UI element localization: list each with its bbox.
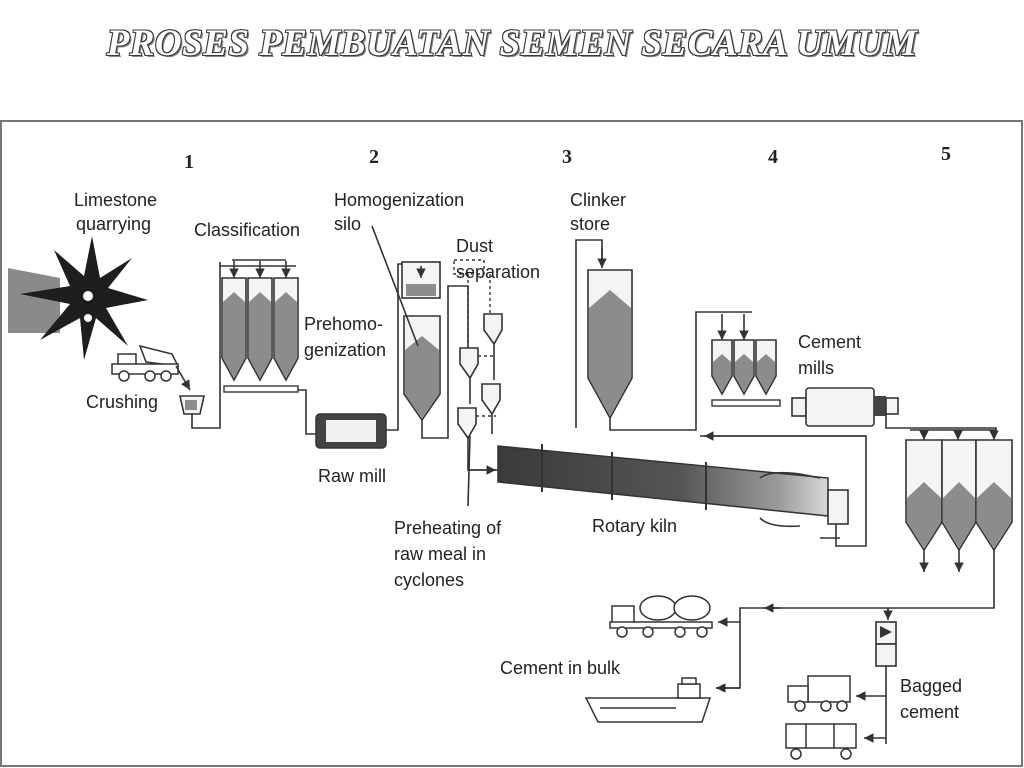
label-dust-2: separation xyxy=(456,262,540,282)
rotary-kiln xyxy=(497,444,849,528)
label-limestone-1: Limestone xyxy=(74,190,157,210)
label-clinker-2: store xyxy=(570,214,610,234)
cement-mill xyxy=(791,387,899,427)
label-homogenization-1: Homogenization xyxy=(334,190,464,210)
label-crushing: Crushing xyxy=(86,392,158,412)
step-number-4: 4 xyxy=(768,146,778,168)
label-preheating-1: Preheating of xyxy=(394,518,502,538)
cement-process-diagram: 1 2 3 4 5 xyxy=(0,120,1023,767)
rail-wagon-icon xyxy=(785,723,857,760)
clinker-store xyxy=(575,239,633,428)
label-homogenization-2: silo xyxy=(334,214,361,234)
classification-silos xyxy=(219,259,299,393)
label-raw-mill: Raw mill xyxy=(318,466,386,486)
label-cement-bulk: Cement in bulk xyxy=(500,658,621,678)
delivery-truck-icon xyxy=(787,675,851,712)
label-bagged-1: Bagged xyxy=(900,676,962,696)
bagging-unit xyxy=(875,621,897,667)
cement-silos xyxy=(905,429,1013,552)
label-clinker-1: Clinker xyxy=(570,190,626,210)
ship-icon xyxy=(584,677,712,723)
label-limestone-2: quarrying xyxy=(76,214,151,234)
quarry-explosion-icon xyxy=(20,236,148,360)
label-cement-mills-2: mills xyxy=(798,358,834,378)
homogenization-silo xyxy=(401,261,441,422)
label-rotary-kiln: Rotary kiln xyxy=(592,516,677,536)
step-number-2: 2 xyxy=(369,146,379,168)
label-bagged-2: cement xyxy=(900,702,959,722)
quarry-rock-face xyxy=(8,268,60,333)
step-number-3: 3 xyxy=(562,146,572,168)
cement-mill-hoppers xyxy=(711,314,781,407)
slide-title: PROSES PEMBUATAN SEMEN SECARA UMUM xyxy=(106,23,918,64)
tanker-truck-icon xyxy=(609,595,713,638)
label-dust-1: Dust xyxy=(456,236,493,256)
label-prehomo-1: Prehomo- xyxy=(304,314,383,334)
preheater-cyclones xyxy=(453,259,503,471)
label-preheating-2: raw meal in xyxy=(394,544,486,564)
raw-mill-unit xyxy=(315,413,387,449)
label-preheating-3: cyclones xyxy=(394,570,464,590)
label-cement-mills-1: Cement xyxy=(798,332,861,352)
label-classification: Classification xyxy=(194,220,300,240)
label-prehomo-2: genization xyxy=(304,340,386,360)
dump-truck-icon xyxy=(111,344,180,382)
step-number-5: 5 xyxy=(941,143,951,165)
crusher-unit xyxy=(179,265,296,429)
diagram-frame xyxy=(0,120,1023,767)
step-number-1: 1 xyxy=(184,151,194,173)
